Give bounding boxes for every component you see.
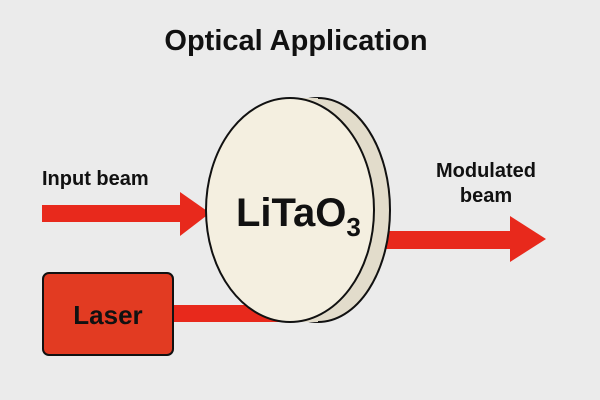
title: Optical Application <box>164 25 427 57</box>
laser-label: Laser <box>73 300 142 330</box>
input-beam-label: Input beam <box>42 168 149 190</box>
laser-box <box>42 272 174 356</box>
modulated-beam-label-1: Modulated <box>436 160 536 182</box>
modulated-beam-label-2: beam <box>460 185 512 207</box>
input-beam-arrow <box>42 192 210 236</box>
crystal-label: LiTaO3 <box>236 191 361 242</box>
litao3-crystal <box>205 97 391 323</box>
output-beam-arrow <box>380 216 546 262</box>
